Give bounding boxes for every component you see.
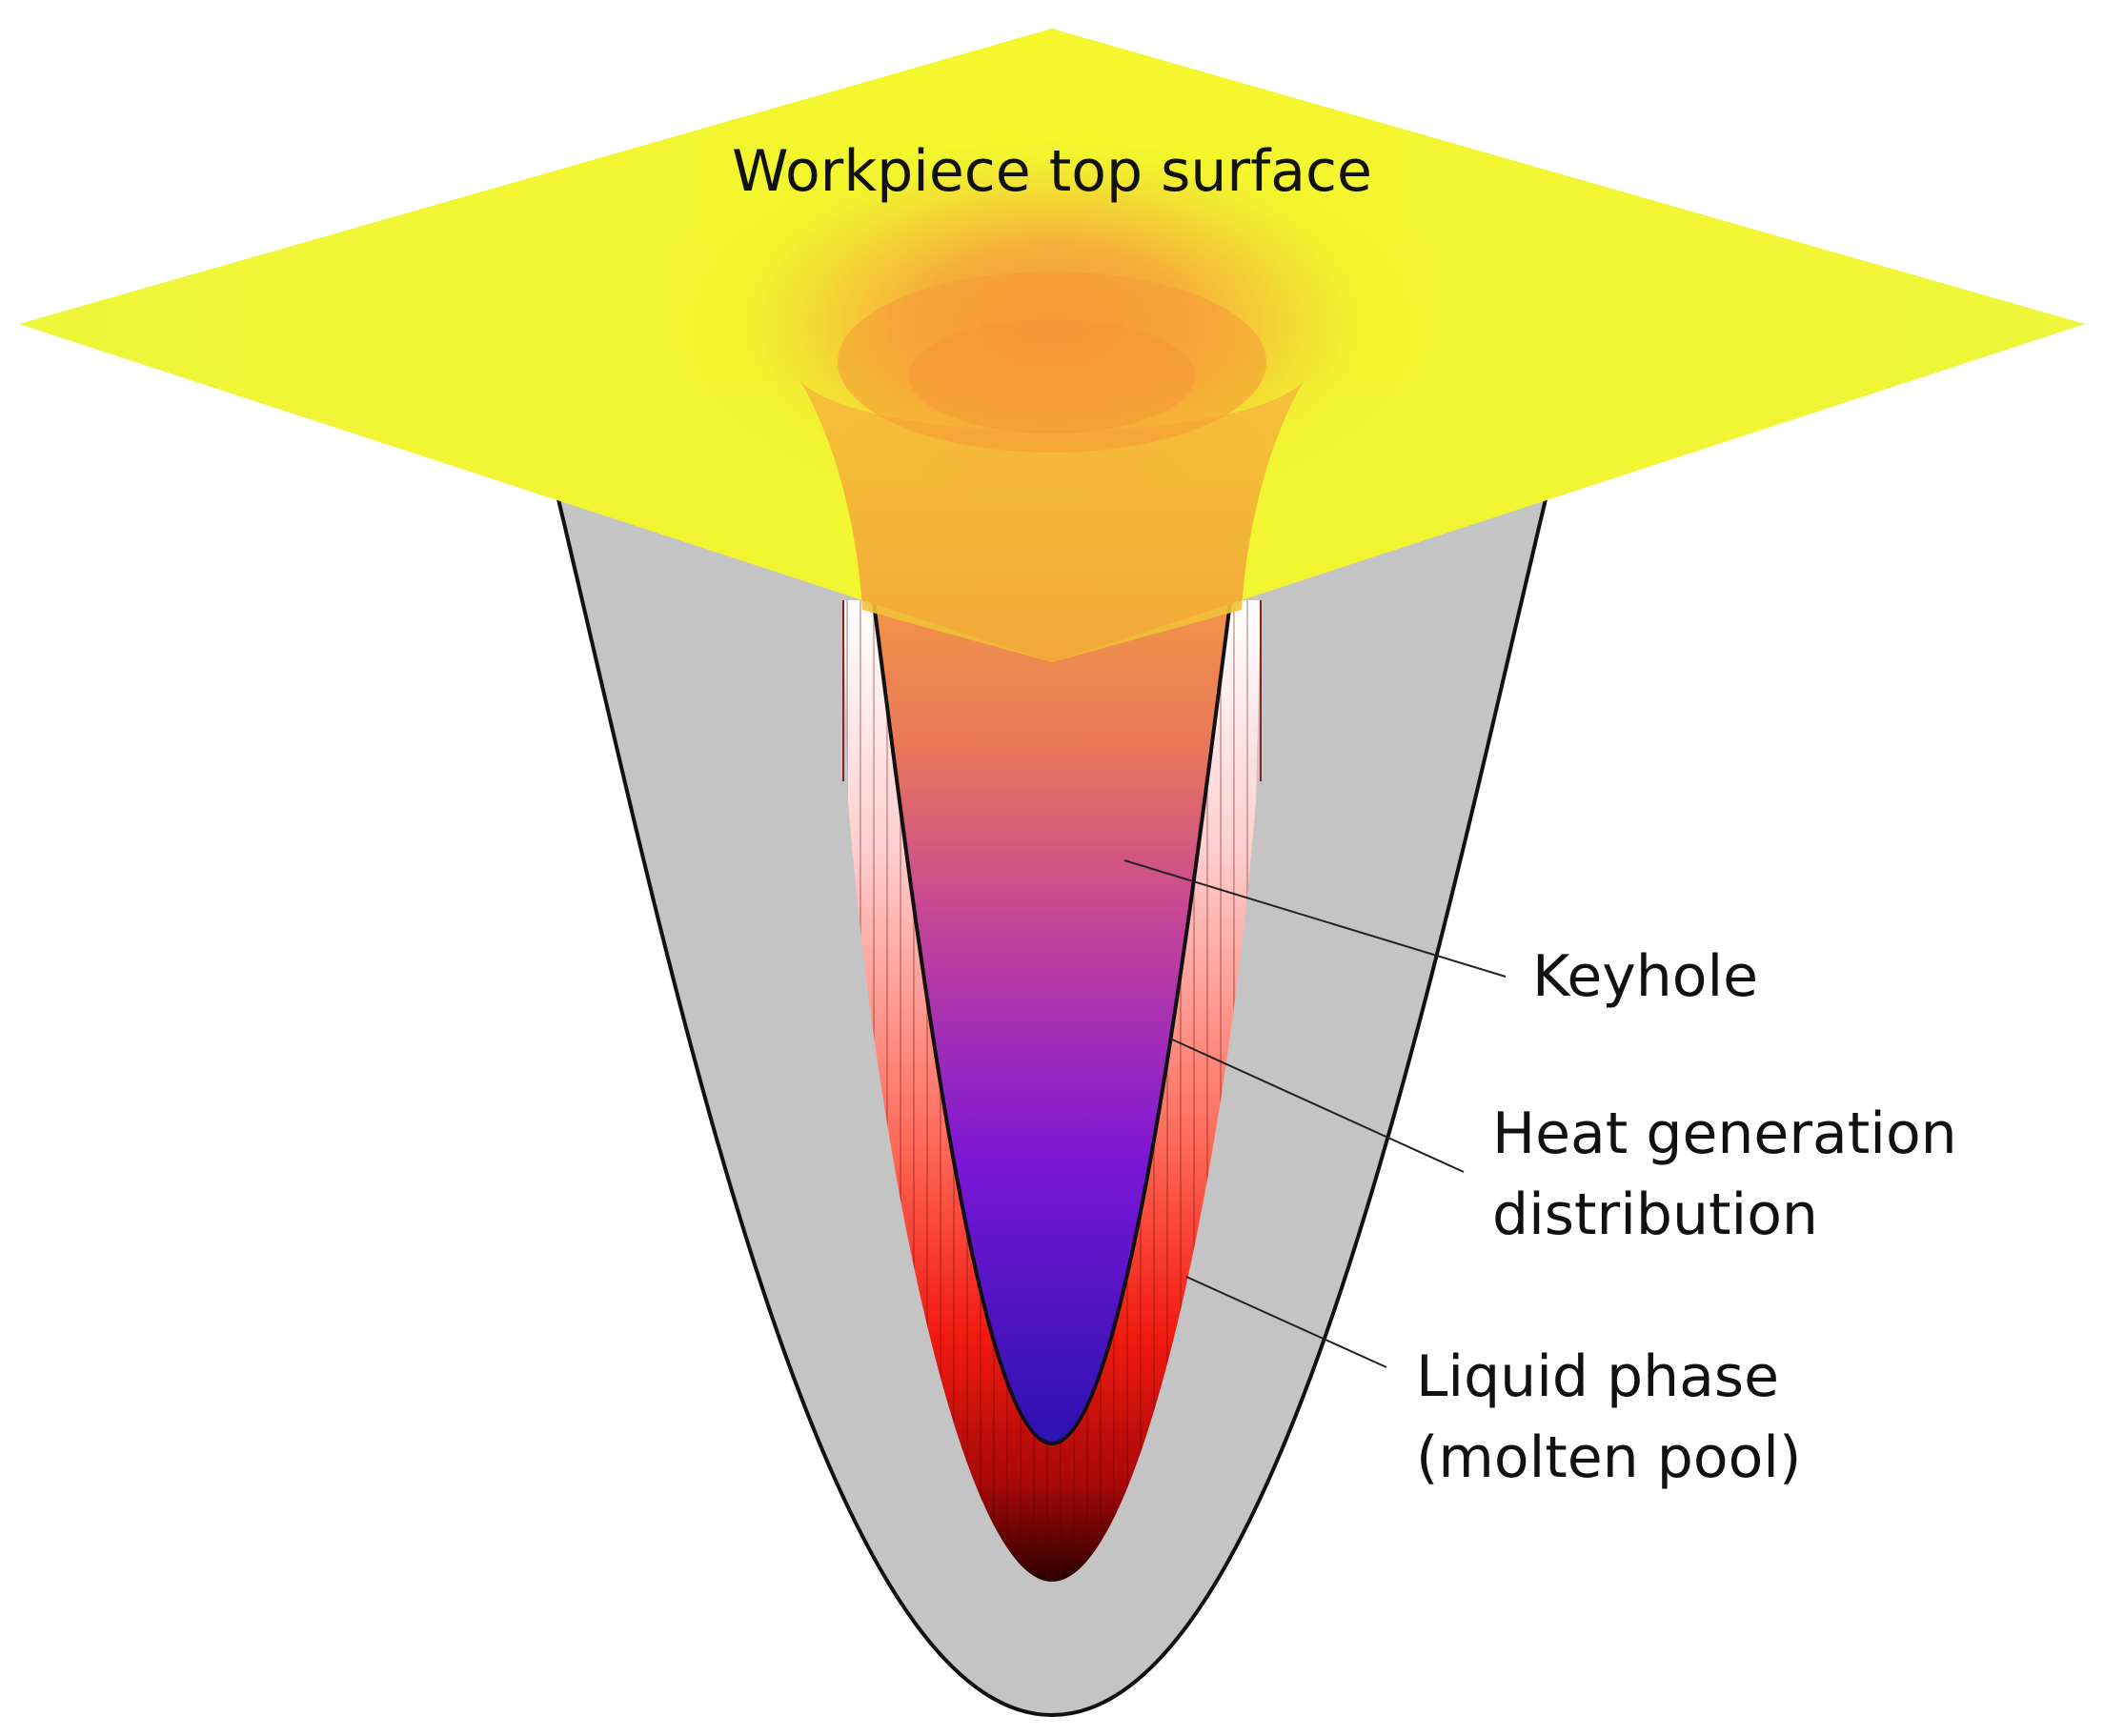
- heat-leader-line: [1169, 1038, 1465, 1173]
- top-surface-label: Workpiece top surface: [732, 138, 1372, 205]
- keyhole-label: Keyhole: [1532, 943, 1758, 1010]
- liquid-phase-label-line1: Liquid phase: [1416, 1343, 1779, 1410]
- heat-generation-label-line1: Heat generation: [1492, 1100, 1957, 1167]
- heat-generation-label-line2: distribution: [1492, 1181, 1818, 1248]
- liquid-phase-label-line2: (molten pool): [1416, 1424, 1801, 1491]
- keyhole-leader-line: [1123, 859, 1507, 978]
- keyhole-throat: [800, 381, 1304, 662]
- liquid-leader-line: [1185, 1276, 1387, 1368]
- keyhole-shape: [860, 513, 1244, 1446]
